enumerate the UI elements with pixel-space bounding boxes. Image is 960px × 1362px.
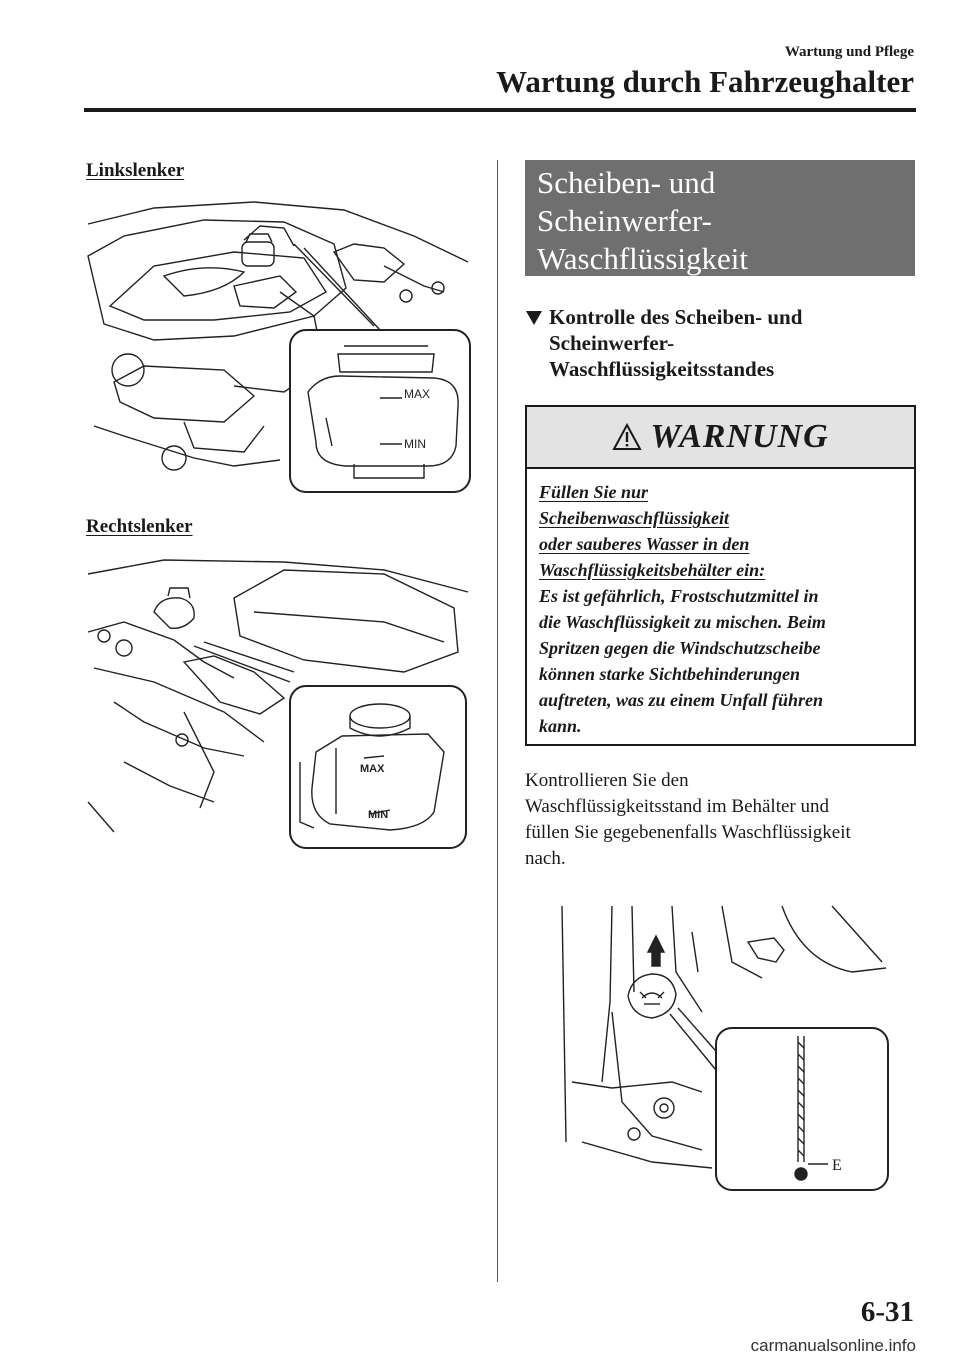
min-marker-label: MIN [368,809,388,821]
subheading-line: Kontrolle des Scheiben- und [549,305,803,329]
max-marker-label: MAX [404,387,430,401]
warning-text-line: kann. [539,716,582,736]
section-title-line: Scheiben- und [537,165,716,200]
warning-emphasis-line: Füllen Sie nur [539,482,649,502]
warning-emphasis-line: Scheibenwaschflüssigkeit [539,508,730,528]
figure-engine-bay-rhd: MAX MIN [84,552,474,852]
column-divider [497,160,498,1282]
min-marker-label: MIN [404,437,426,451]
subheading-line: Waschflüssigkeitsstandes [549,357,775,381]
section-title-box: Scheiben- und Scheinwerfer- Waschflüssig… [525,160,915,276]
caption-left-hand-drive: Linkslenker [86,160,185,181]
warning-triangle-icon [612,423,643,450]
warning-emphasis-line: oder sauberes Wasser in den [539,534,750,554]
warning-emphasis-line: Waschflüssigkeitsbehälter ein: [539,560,766,580]
subheading: Kontrolle des Scheiben- und Scheinwerfer… [525,304,915,382]
warning-title: WARNUNG [650,418,829,455]
figure-engine-bay-lhd: MAX MIN [84,196,474,496]
body-line: nach. [525,848,566,869]
max-marker-label: MAX [360,763,385,775]
warning-box: WARNUNG Füllen Sie nur Scheibenwaschflüs… [525,405,916,746]
section-title-line: Waschflüssigkeit [537,241,749,276]
page-number: 6-31 [860,1296,914,1328]
running-header-title: Wartung durch Fahrzeughalter [496,64,914,99]
running-header-subtitle: Wartung und Pflege [784,44,914,60]
subheading-line: Scheinwerfer- [549,331,675,355]
body-paragraph: Kontrollieren Sie den Waschflüssigkeitss… [525,768,920,872]
watermark: carmanualsonline.info [750,1336,916,1355]
warning-text-line: auftreten, was zu einem Unfall führen [539,690,824,710]
triangle-bullet-icon [526,311,542,325]
body-line: füllen Sie gegebenenfalls Waschflüssigke… [525,822,851,843]
warning-text-line: Spritzen gegen die Windschutzscheibe [539,638,821,658]
figure-washer-reservoir-dipstick: E [552,902,892,1194]
warning-text-line: Es ist gefährlich, Frostschutzmittel in [539,586,819,606]
section-title-line: Scheinwerfer- [537,203,712,238]
warning-body: Füllen Sie nur Scheibenwaschflüssigkeit … [527,469,914,739]
warning-text-line: die Waschflüssigkeit zu mischen. Beim [539,612,826,632]
warning-text-line: können starke Sichtbehinderungen [539,664,801,684]
warning-header: WARNUNG [527,407,914,469]
body-line: Kontrollieren Sie den [525,770,689,791]
header-rule [84,108,916,112]
body-line: Waschflüssigkeitsstand im Behälter und [525,796,829,817]
empty-marker-label: E [832,1157,842,1174]
caption-right-hand-drive: Rechtslenker [86,516,193,537]
